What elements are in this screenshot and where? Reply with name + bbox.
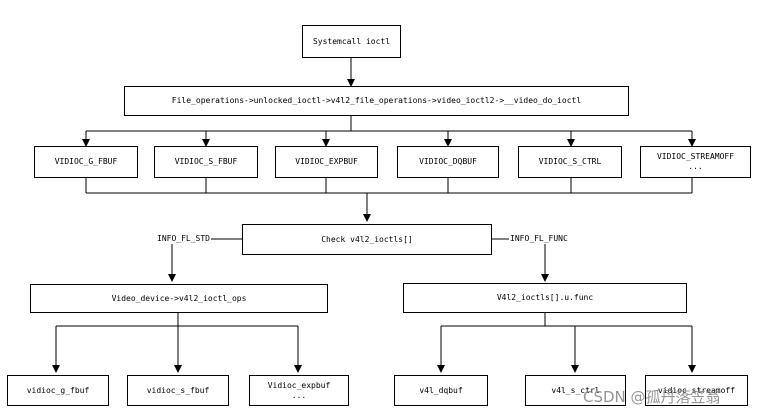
node-vidioc-g-fbuf-leaf: vidioc_g_fbuf [7,375,109,406]
node-vidioc-s-fbuf-leaf: vidioc_s_fbuf [127,375,229,406]
edge-label-info-fl-std: INFO_FL_STD [156,234,211,244]
node-v4l2-ioctls-u-func: V4l2_ioctls[].u.func [403,283,687,313]
node-vidioc-s-fbuf: VIDIOC_S_FBUF [154,146,258,178]
node-systemcall-ioctl: Systemcall ioctl [302,25,401,58]
node-video-device-ioctl-ops: Video_device->v4l2_ioctl_ops [30,284,328,313]
node-vidioc-dqbuf: VIDIOC_DQBUF [397,146,499,178]
node-vidioc-expbuf-leaf: Vidioc_expbuf... [249,375,349,406]
node-check-v4l2-ioctls: Check v4l2_ioctls[] [242,224,492,255]
node-v4l-dqbuf-leaf: v4l_dqbuf [394,375,488,406]
edge-label-info-fl-func: INFO_FL_FUNC [509,234,569,244]
node-ioctl-call-chain: File_operations->unlocked_ioctl->v4l2_fi… [124,86,629,116]
node-vidioc-streamoff: VIDIOC_STREAMOFF... [640,146,751,178]
node-vidioc-g-fbuf: VIDIOC_G_FBUF [34,146,138,178]
node-v4l-s-ctrl-leaf: v4l_s_ctrl [525,375,626,406]
node-vidioc-s-ctrl: VIDIOC_S_CTRL [518,146,622,178]
node-vidioc-expbuf: VIDIOC_EXPBUF [275,146,378,178]
node-vidioc-streamoff-leaf: vidioc_streamoff [645,375,748,406]
csdn-watermark: CSDN @孤丹落笠翁 [583,388,721,406]
